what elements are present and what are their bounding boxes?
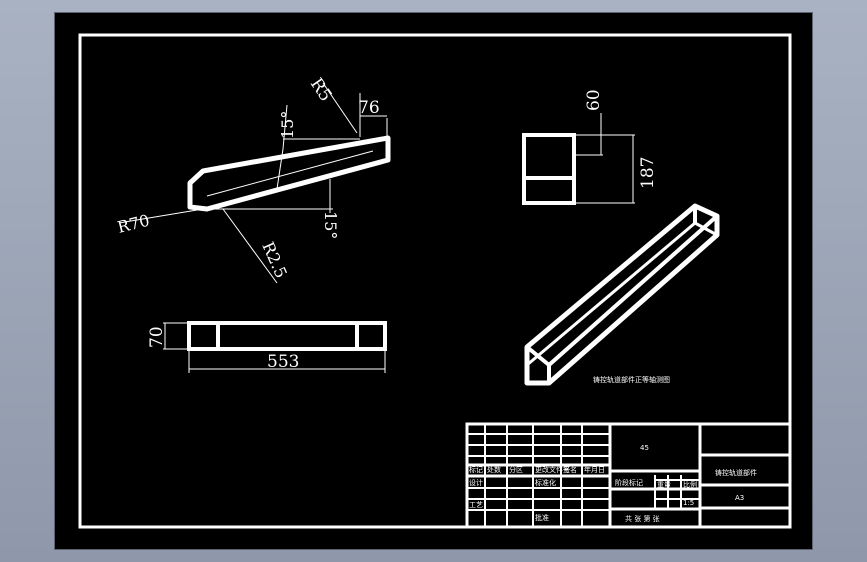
dim-r5: R5 [306, 75, 336, 106]
cad-drawing: R5 76 15° 15° R70 R2.5 70 553 60 187 [78, 33, 792, 529]
iso-caption: 铸控轨道部件正等轴测图 [593, 375, 670, 384]
dim-187: 187 [638, 157, 658, 189]
material: A3 [735, 494, 744, 502]
isometric-view: 铸控轨道部件正等轴测图 [524, 203, 720, 386]
row-label-date: 年月日 [584, 465, 605, 474]
dim-553: 553 [267, 352, 299, 372]
stage-label: 阶段标记 [615, 478, 643, 487]
dim-r2-5: R2.5 [258, 239, 291, 281]
row-label-change: 更改文件号 [535, 465, 570, 474]
dim-60: 60 [584, 89, 604, 111]
ratio-value: 1:5 [683, 499, 694, 507]
weight-label: 重量 [657, 481, 671, 489]
dim-76: 76 [358, 98, 380, 118]
row-label-mark: 标记 [469, 465, 483, 474]
dim-angle-top: 15° [278, 111, 297, 139]
ratio-label: 比例 [683, 480, 697, 489]
dim-r70: R70 [115, 211, 151, 237]
drawing-viewport[interactable]: R5 76 15° 15° R70 R2.5 70 553 60 187 [55, 13, 812, 549]
row-label-sign: 签名 [563, 465, 577, 474]
scale-box: 45 [640, 444, 649, 452]
sheet-label: 共 张 第 张 [625, 514, 660, 523]
row-label-zone: 分区 [509, 465, 523, 474]
end-view: 60 187 [522, 89, 658, 205]
dim-angle-bottom: 15° [321, 211, 340, 239]
approve-label: 批准 [535, 513, 549, 522]
drawing-border [78, 33, 792, 529]
process-label: 工艺 [469, 501, 483, 509]
dim-70: 70 [147, 326, 167, 348]
standard-label: 标准化 [535, 478, 556, 487]
design-label: 设计 [469, 478, 483, 487]
part-name: 铸控轨道部件 [715, 468, 757, 477]
front-view: 70 553 [147, 321, 387, 373]
title-block: 铸控轨道部件 A3 45 阶段标记 重量 比例 1:5 共 张 第 张 标记 [465, 422, 792, 529]
tilted-view: R5 76 15° 15° R70 R2.5 [115, 75, 391, 284]
row-label-count: 处数 [487, 465, 501, 474]
